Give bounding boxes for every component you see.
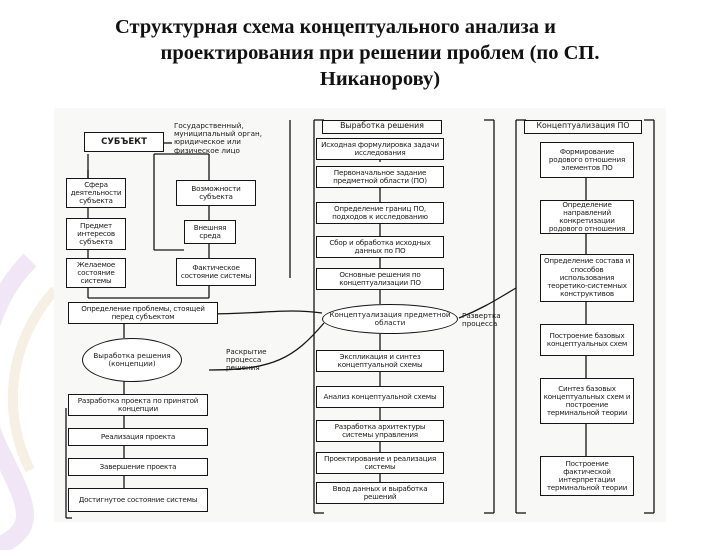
basic-box: Основные решения по концептуализации ПО	[316, 268, 444, 290]
project-impl-box: Реализация проекта	[68, 428, 208, 446]
bounds-box: Определение границ ПО, подходов к исслед…	[316, 202, 444, 224]
sphere-box: Сфера деятельности субъекта	[66, 178, 126, 208]
input-box: Ввод данных и выработка решений	[316, 482, 444, 504]
project-dev-box: Разработка проекта по принятой концепции	[68, 394, 208, 416]
desired-state-box: Желаемое состояние системы	[66, 258, 126, 288]
concept-oval: Концептуализация предметной области	[322, 304, 458, 334]
right-box-5: Синтез базовых концептуальных схем и пос…	[540, 378, 634, 424]
design-box: Проектирование и реализация системы	[316, 452, 444, 474]
system-achieved-box: Достигнутое состояние системы	[68, 488, 208, 512]
right-box-4: Построение базовых концептуальных схем	[540, 324, 634, 356]
preliminary-box: Первоначальное задание предметной област…	[316, 166, 444, 188]
initial-box: Исходная формулировка задачи исследовани…	[316, 138, 444, 160]
connector-lines	[65, 119, 655, 519]
solution-note: Раскрытие процесса решения	[226, 347, 267, 373]
project-end-box: Завершение проекта	[68, 458, 208, 476]
solution-oval: Выработка решения (концепции)	[82, 338, 182, 382]
diagram-scan: СУБЪЕКТ Государственный, муниципальный о…	[54, 108, 666, 522]
right-box-3: Определение состава и способов использов…	[540, 254, 634, 302]
capabilities-box: Возможности субъекта	[176, 180, 256, 206]
subject-note: Государственный, муниципальный орган, юр…	[174, 121, 262, 155]
slide-title: Структурная схема концептуального анализ…	[60, 14, 700, 92]
external-env-box: Внешняя среда	[184, 220, 236, 244]
problem-box: Определение проблемы, стоящей перед субъ…	[68, 302, 218, 324]
right-box-6: Построение фактической интерпретации тер…	[540, 456, 634, 496]
title-line-3: Никанорову)	[319, 68, 441, 90]
title-line-2: проектирования при решении проблем (по С…	[160, 42, 600, 64]
collect-box: Сбор и обработка исходных данных по ПО	[316, 236, 444, 258]
analysis-box: Анализ концептуальной схемы	[316, 386, 444, 408]
right-box-2: Определение направлений конкретизации ро…	[540, 200, 634, 234]
right-box-1: Формирование родового отношения элементо…	[540, 142, 634, 178]
actual-state-box: Фактическое состояние системы	[176, 258, 256, 286]
right-header: Концептуализация ПО	[524, 120, 642, 134]
unfold-note: Развертка процесса	[462, 311, 501, 329]
middle-header: Выработка решения	[322, 120, 442, 134]
explicate-box: Экспликация и синтез концептуальной схем…	[316, 350, 444, 372]
subject-interest-box: Предмет интересов субъекта	[66, 218, 126, 250]
title-line-1: Структурная схема концептуального анализ…	[115, 16, 556, 38]
architecture-box: Разработка архитектуры системы управлени…	[316, 420, 444, 442]
subject-box: СУБЪЕКТ	[84, 132, 164, 152]
